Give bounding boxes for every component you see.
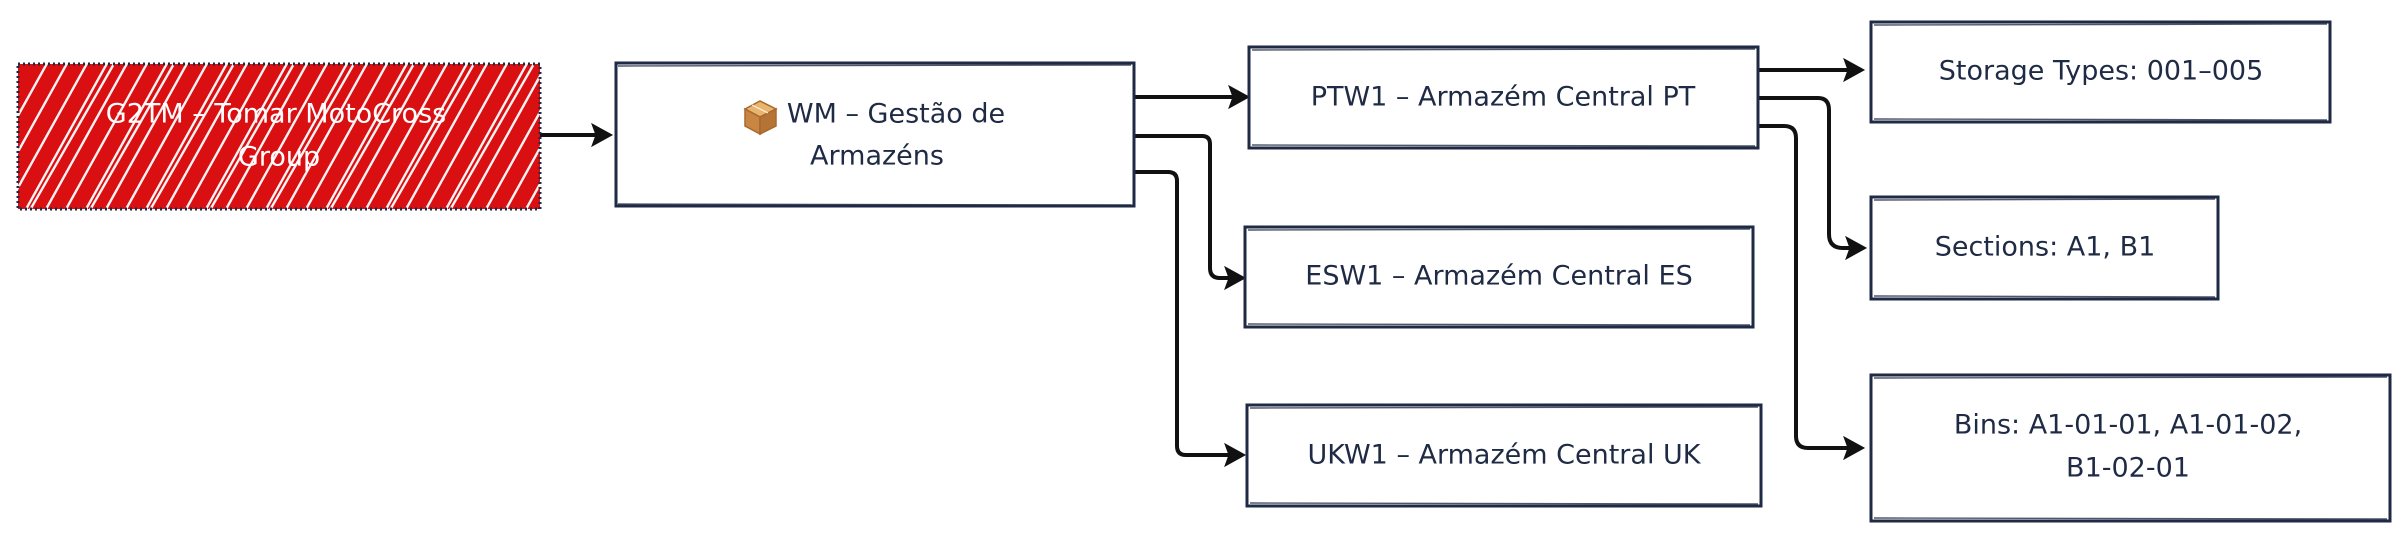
esw1-label: ESW1 – Armazém Central ES <box>1305 261 1692 292</box>
wm-label-line2: Armazéns <box>810 141 944 172</box>
arrowhead-bins <box>1843 435 1866 461</box>
edge-wm-to-ukw1 <box>1132 170 1232 457</box>
ptw1-label: PTW1 – Armazém Central PT <box>1311 82 1696 113</box>
node-g2tm: G2TM – Tomar MotoCross Group <box>16 62 542 211</box>
wm-box-sketch-lines <box>617 64 1132 206</box>
arrowhead-wm <box>591 122 614 148</box>
esw1-box <box>1243 225 1755 329</box>
wm-box <box>614 61 1136 208</box>
node-wm: WM – Gestão de Armazéns <box>614 61 1136 208</box>
storage-types-box-sketch-lines <box>1873 23 2328 121</box>
node-bins: Bins: A1-01-01, A1-01-02, B1-02-01 <box>1869 373 2392 523</box>
ukw1-label: UKW1 – Armazém Central UK <box>1307 440 1701 471</box>
edge-ptw1-to-bins <box>1756 124 1852 450</box>
edge-ptw1-to-sections <box>1756 96 1854 250</box>
arrowhead-esw1 <box>1224 265 1247 291</box>
sections-box-sketch-lines <box>1873 198 2216 298</box>
bins-label-line1: Bins: A1-01-01, A1-01-02, <box>1954 410 2302 441</box>
esw1-box-sketch-lines <box>1247 228 1751 326</box>
arrowhead-sections <box>1845 235 1868 261</box>
root-label-line2: Group <box>238 142 320 173</box>
bins-label-line2: B1-02-01 <box>2066 453 2190 484</box>
node-sections: Sections: A1, B1 <box>1869 195 2220 301</box>
root-hatch-pattern <box>18 64 540 209</box>
sections-box <box>1869 195 2220 301</box>
ptw1-box <box>1247 45 1760 150</box>
arrowhead-ptw1 <box>1228 84 1251 110</box>
ptw1-box-sketch-lines <box>1251 48 1756 147</box>
node-ptw1: PTW1 – Armazém Central PT <box>1247 45 1760 150</box>
storage-types-label: Storage Types: 001–005 <box>1939 56 2264 87</box>
node-ukw1: UKW1 – Armazém Central UK <box>1245 403 1763 508</box>
arrowhead-ukw1 <box>1224 442 1247 468</box>
root-label-line1: G2TM – Tomar MotoCross <box>106 99 446 130</box>
wm-label-line1: WM – Gestão de <box>787 99 1005 130</box>
package-icon <box>743 100 778 136</box>
arrowhead-storage-types <box>1843 57 1866 83</box>
storage-types-box <box>1869 20 2332 124</box>
root-border <box>16 62 542 211</box>
edges <box>538 57 1868 468</box>
edge-wm-to-esw1 <box>1132 134 1232 280</box>
node-storage-types: Storage Types: 001–005 <box>1869 20 2332 124</box>
node-esw1: ESW1 – Armazém Central ES <box>1243 225 1755 329</box>
ukw1-box-sketch-lines <box>1249 406 1759 505</box>
sections-label: Sections: A1, B1 <box>1935 232 2156 263</box>
bins-box-sketch-lines <box>1873 376 2388 520</box>
bins-box <box>1869 373 2392 523</box>
ukw1-box <box>1245 403 1763 508</box>
